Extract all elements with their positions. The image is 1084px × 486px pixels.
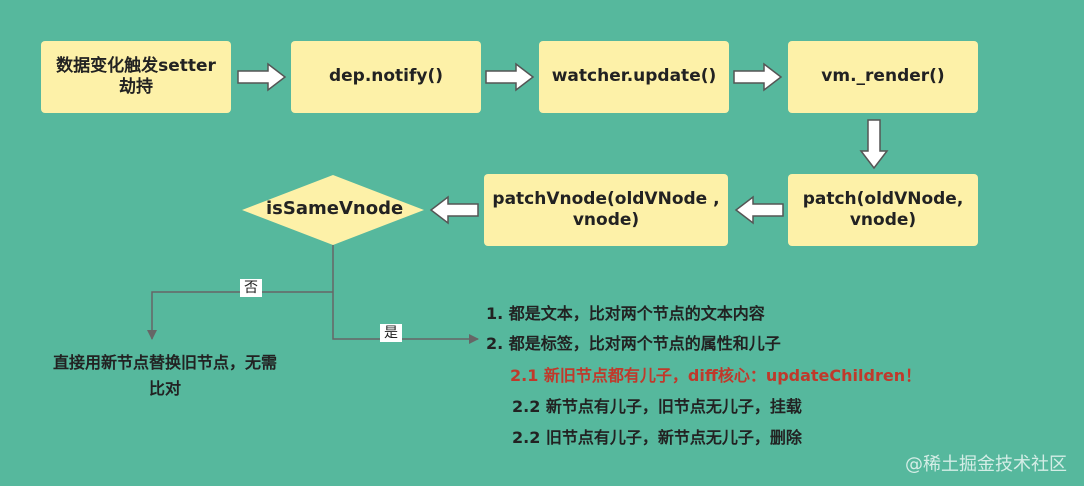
- hollow-arrow-1: [237, 62, 287, 92]
- hollow-arrow-2: [485, 62, 535, 92]
- replace-node-text: 直接用新节点替换旧节点，无需比对: [52, 353, 277, 398]
- patch-node-label: patch(oldVNode, vnode): [802, 188, 964, 230]
- notify-node-label: dep.notify(): [328, 66, 444, 87]
- branch-no-line: [147, 291, 333, 340]
- branch-yes-line: [332, 292, 479, 344]
- is-same-vnode-label: isSameVnode: [266, 198, 404, 219]
- hollow-arrow-left-2: [429, 195, 479, 225]
- hollow-arrow-down: [859, 119, 889, 170]
- is-same-vnode-diamond: [242, 175, 424, 245]
- vm-render-node: vm._render(): [788, 41, 978, 113]
- hollow-arrow-3: [733, 62, 783, 92]
- watermark: @稀土掘金技术社区: [905, 454, 1067, 475]
- patch-node: patch(oldVNode, vnode): [788, 174, 978, 246]
- patch-vnode-node: patchVnode(oldVNode , vnode): [484, 174, 728, 246]
- watcher-update-node: watcher.update(): [539, 41, 729, 113]
- rule-1: 1. 都是文本，比对两个节点的文本内容: [486, 304, 765, 323]
- rule-2-2-a: 2.2 新节点有儿子，旧节点无儿子，挂载: [512, 397, 802, 416]
- vm-render-node-label: vm._render(): [821, 66, 945, 87]
- notify-node: dep.notify(): [291, 41, 481, 113]
- patch-vnode-node-label: patchVnode(oldVNode , vnode): [492, 188, 720, 230]
- rule-2: 2. 都是标签，比对两个节点的属性和儿子: [486, 334, 781, 353]
- branch-yes-label: 是: [380, 324, 402, 342]
- watcher-update-node-label: watcher.update(): [551, 66, 717, 87]
- setter-node: 数据变化触发setter劫持: [41, 41, 231, 113]
- branch-no-label: 否: [240, 279, 262, 297]
- rule-2-2-b: 2.2 旧节点有儿子，新节点无儿子，删除: [512, 428, 802, 447]
- setter-node-label: 数据变化触发setter劫持: [56, 55, 216, 97]
- rule-2-1: 2.1 新旧节点都有儿子，diff核心：updateChildren！: [510, 366, 922, 385]
- hollow-arrow-left-1: [734, 195, 784, 225]
